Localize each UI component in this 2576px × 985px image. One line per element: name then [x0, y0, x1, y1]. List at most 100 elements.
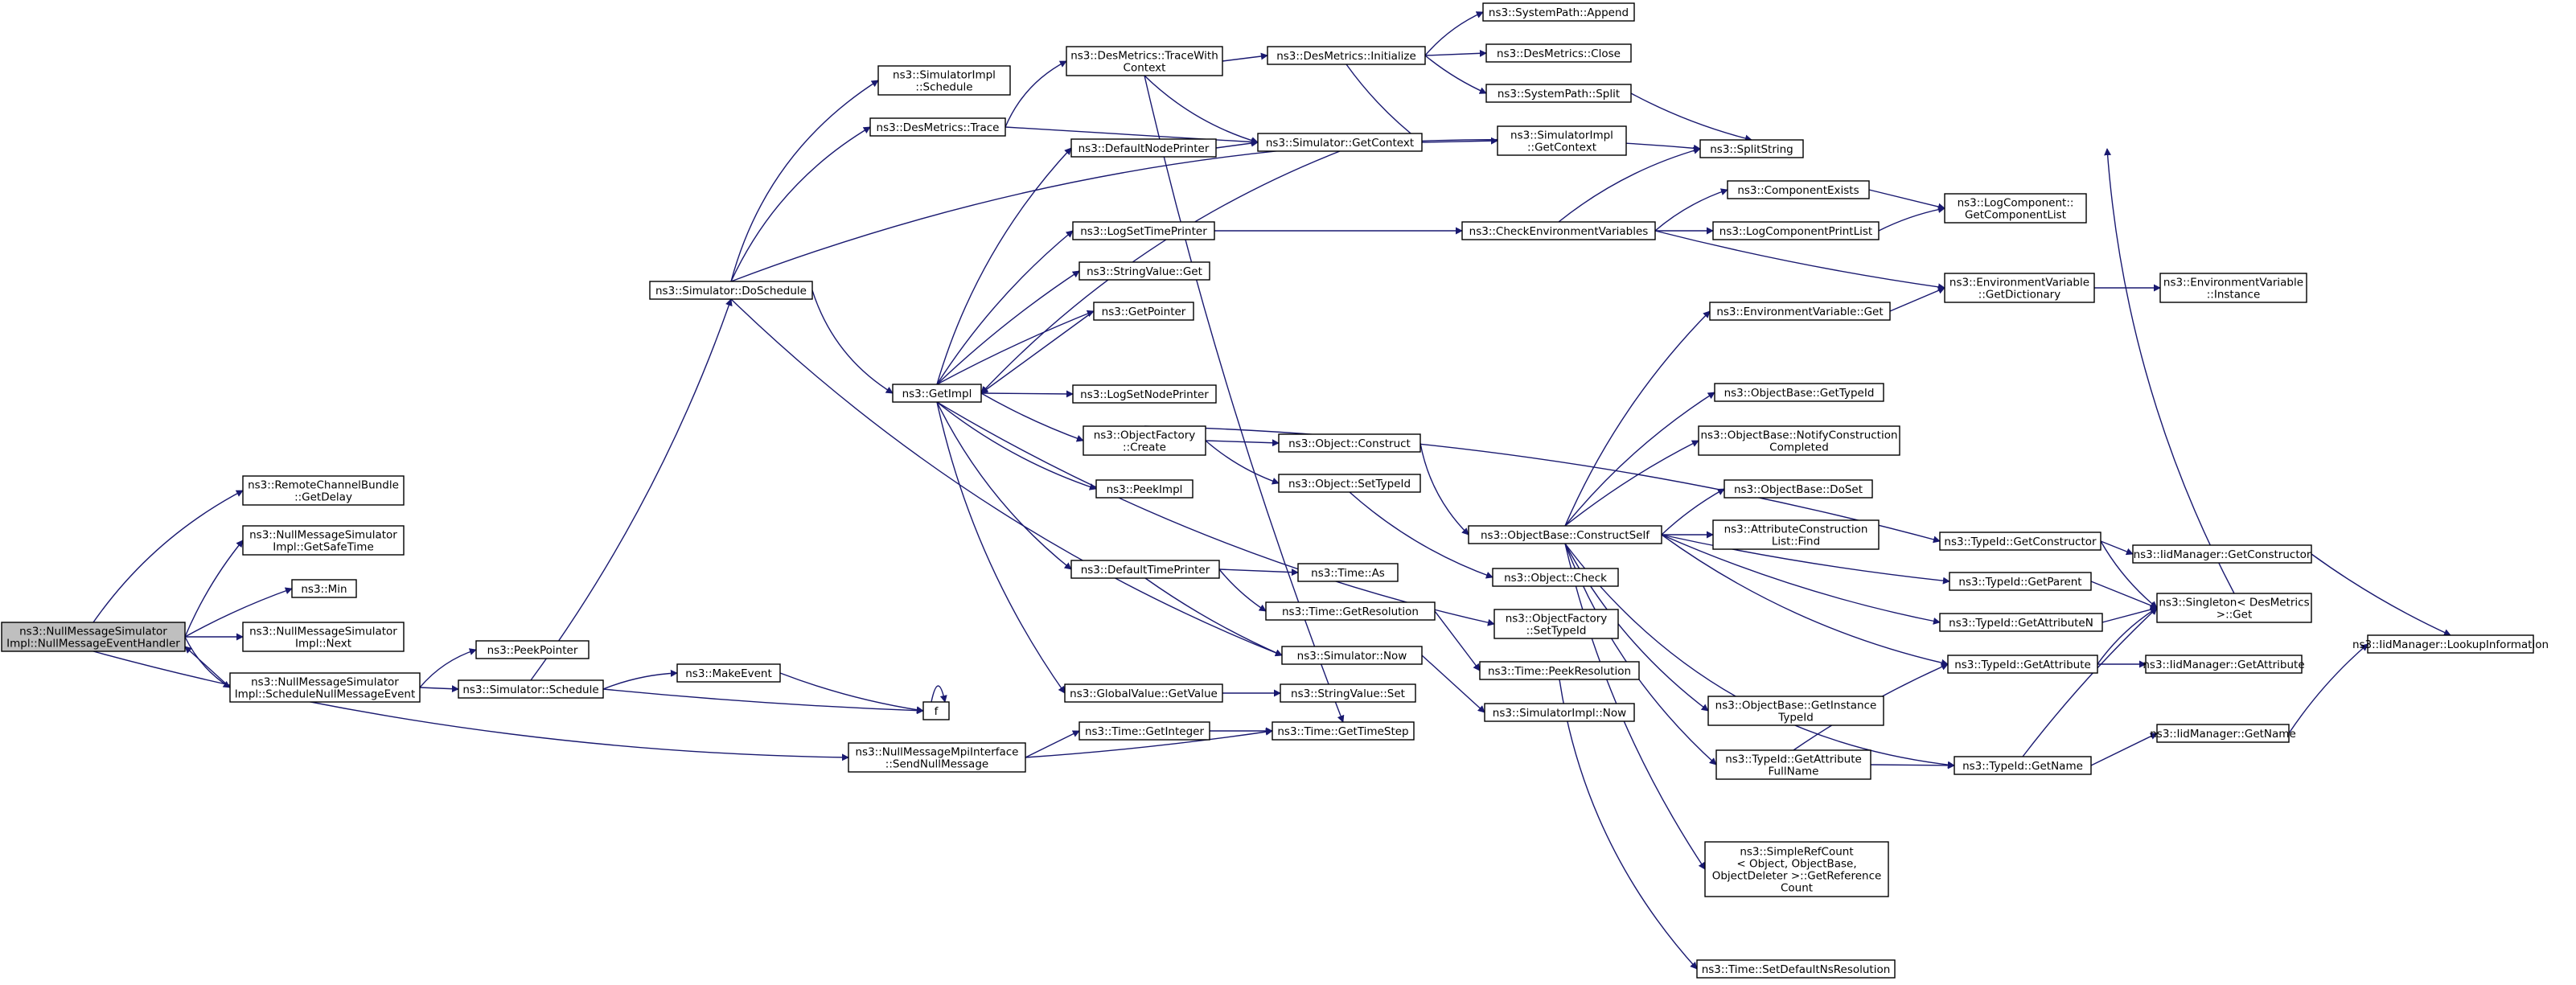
function-node-box — [877, 65, 1011, 96]
function-node-logsettime[interactable]: ns3::LogSetTimePrinter — [1072, 221, 1215, 240]
function-node-timepeekres[interactable]: ns3::Time::PeekResolution — [1479, 661, 1640, 680]
function-node-box — [229, 672, 421, 703]
function-node-box — [1095, 479, 1194, 499]
function-node-simimplnow[interactable]: ns3::SimulatorImpl::Now — [1484, 703, 1635, 722]
function-node-box — [1954, 756, 2092, 775]
function-node-schednull[interactable]: ns3::NullMessageSimulatorImpl::ScheduleN… — [229, 672, 421, 703]
call-edge — [1144, 75, 1259, 144]
function-node-tidgetattr[interactable]: ns3::TypeId::GetAttribute — [1947, 655, 2098, 674]
function-node-box — [1, 622, 186, 652]
function-node-f[interactable]: f — [922, 701, 950, 720]
function-node-ofsettypeid[interactable]: ns3::ObjectFactory::SetTypeId — [1493, 609, 1619, 639]
function-node-obconstructself[interactable]: ns3::ObjectBase::ConstructSelf — [1468, 525, 1662, 544]
function-node-box — [869, 117, 1006, 137]
function-node-obnotify[interactable]: ns3::ObjectBase::NotifyConstructionCompl… — [1698, 425, 1900, 456]
call-edge — [2288, 643, 2369, 734]
function-node-dmtrace[interactable]: ns3::DesMetrics::Trace — [869, 117, 1006, 137]
function-node-min[interactable]: ns3::Min — [291, 579, 357, 598]
function-node-sendnull[interactable]: ns3::NullMessageMpiInterface::SendNullMe… — [848, 742, 1026, 773]
function-node-iidgetname[interactable]: ns3::IidManager::GetName — [2150, 724, 2296, 743]
function-node-spsplit[interactable]: ns3::SystemPath::Split — [1485, 84, 1632, 103]
function-node-box — [1280, 683, 1416, 703]
function-node-simsched[interactable]: ns3::Simulator::Schedule — [458, 679, 604, 699]
function-node-obdoset[interactable]: ns3::ObjectBase::DoSet — [1723, 479, 1873, 499]
function-node-rcb[interactable]: ns3::RemoteChannelBundle::GetDelay — [242, 475, 405, 506]
function-node-dmclose[interactable]: ns3::DesMetrics::Close — [1485, 43, 1632, 63]
function-node-iidgetattr[interactable]: ns3::IidManager::GetAttribute — [2143, 655, 2305, 674]
function-node-box — [1083, 425, 1206, 456]
function-node-box — [2156, 724, 2290, 743]
call-edge — [1558, 146, 1701, 223]
function-node-dminit[interactable]: ns3::DesMetrics::Initialize — [1267, 46, 1426, 65]
function-node-tidgetattrn[interactable]: ns3::TypeId::GetAttributeN — [1939, 613, 2103, 632]
function-node-makeevent[interactable]: ns3::MakeEvent — [676, 663, 781, 683]
function-node-srcgetref[interactable]: ns3::SimpleRefCount< Object, ObjectBase,… — [1704, 841, 1889, 897]
function-node-box — [1297, 563, 1399, 582]
call-edge — [936, 270, 1080, 385]
function-node-compexists[interactable]: ns3::ComponentExists — [1727, 180, 1870, 199]
function-node-label: ns3::DefaultTimePrinter — [1081, 564, 1210, 577]
function-node-simnow[interactable]: ns3::Simulator::Now — [1281, 646, 1423, 665]
function-node-envinst[interactable]: ns3::EnvironmentVariable::Instance — [2159, 273, 2307, 303]
function-node-timegetint[interactable]: ns3::Time::GetInteger — [1078, 721, 1210, 741]
call-edge — [1661, 534, 1949, 667]
function-node-dosched[interactable]: ns3::Simulator::DoSchedule — [649, 281, 813, 300]
call-edge — [931, 685, 947, 703]
call-edge — [1025, 728, 1273, 758]
function-node-box — [1727, 180, 1870, 199]
function-node-box — [2159, 273, 2307, 303]
function-node-objsettypeid[interactable]: ns3::Object::SetTypeId — [1278, 474, 1421, 493]
function-node-checkenv[interactable]: ns3::CheckEnvironmentVariables — [1461, 221, 1656, 240]
function-node-tidgetname[interactable]: ns3::TypeId::GetName — [1954, 756, 2092, 775]
function-node-safetime[interactable]: ns3::NullMessageSimulatorImpl::GetSafeTi… — [242, 525, 405, 556]
function-node-label: ns3::SimulatorImpl — [1510, 129, 1613, 142]
function-node-peekimpl[interactable]: ns3::PeekImpl — [1095, 479, 1194, 499]
call-edge — [1215, 139, 1259, 149]
function-node-envget[interactable]: ns3::EnvironmentVariable::Get — [1709, 302, 1891, 321]
function-node-obgettypeid[interactable]: ns3::ObjectBase::GetTypeId — [1714, 383, 1884, 402]
function-node-getptr[interactable]: ns3::GetPointer — [1093, 302, 1194, 321]
function-node-tidgetctor[interactable]: ns3::TypeId::GetConstructor — [1939, 531, 2101, 551]
function-node-label: f — [935, 705, 939, 718]
function-node-simimplsched[interactable]: ns3::SimulatorImpl::Schedule — [877, 65, 1011, 96]
function-node-box — [1468, 525, 1662, 544]
function-node-gvgetvalue[interactable]: ns3::GlobalValue::GetValue — [1064, 683, 1223, 703]
function-node-label: ns3::Time::GetInteger — [1085, 725, 1204, 738]
function-node-getimpl[interactable]: ns3::GetImpl — [892, 384, 982, 403]
function-node-deftime[interactable]: ns3::DefaultTimePrinter — [1070, 560, 1220, 579]
function-node-simimplctx[interactable]: ns3::SimulatorImpl::GetContext — [1497, 125, 1627, 156]
function-node-envdict[interactable]: ns3::EnvironmentVariable::GetDictionary — [1944, 273, 2095, 303]
function-node-timegetres[interactable]: ns3::Time::GetResolution — [1265, 601, 1436, 621]
function-node-timeas[interactable]: ns3::Time::As — [1297, 563, 1399, 582]
function-node-peekptr[interactable]: ns3::PeekPointer — [475, 640, 590, 659]
function-node-label: Impl::GetSafeTime — [273, 541, 374, 554]
function-node-timesetdef[interactable]: ns3::Time::SetDefaultNsResolution — [1696, 959, 1896, 979]
function-node-splitstr[interactable]: ns3::SplitString — [1699, 139, 1804, 158]
function-node-root[interactable]: ns3::NullMessageSimulatorImpl::NullMessa… — [1, 622, 186, 652]
function-node-box — [1715, 749, 1871, 780]
function-node-strvalset[interactable]: ns3::StringValue::Set — [1280, 683, 1416, 703]
function-node-defnode[interactable]: ns3::DefaultNodePrinter — [1070, 138, 1217, 158]
function-node-iidlookup[interactable]: ns3::IidManager::LookupInformation — [2352, 634, 2549, 654]
function-node-strvalget[interactable]: ns3::StringValue::Get — [1078, 261, 1210, 281]
function-node-tidgetparent[interactable]: ns3::TypeId::GetParent — [1949, 572, 2092, 591]
function-node-getctx[interactable]: ns3::Simulator::GetContext — [1257, 133, 1423, 152]
function-node-timegetstep[interactable]: ns3::Time::GetTimeStep — [1272, 721, 1415, 741]
function-node-objconstruct[interactable]: ns3::Object::Construct — [1278, 433, 1421, 453]
function-node-spappend[interactable]: ns3::SystemPath::Append — [1482, 2, 1635, 22]
call-edge — [1218, 568, 1299, 577]
function-node-label: ::GetContext — [1527, 142, 1596, 154]
function-node-logsetnode[interactable]: ns3::LogSetNodePrinter — [1072, 384, 1217, 404]
function-node-ofcreate[interactable]: ns3::ObjectFactory::Create — [1083, 425, 1206, 456]
function-node-logcomplist[interactable]: ns3::LogComponent::GetComponentList — [1944, 193, 2087, 224]
function-node-logcompprint[interactable]: ns3::LogComponentPrintList — [1712, 221, 1880, 240]
function-node-iidgetctor[interactable]: ns3::IidManager::GetConstructor — [2132, 544, 2312, 564]
function-node-box — [2132, 544, 2312, 564]
function-node-singleton[interactable]: ns3::Singleton< DesMetrics >::Get — [2156, 593, 2312, 623]
function-node-objcheck[interactable]: ns3::Object::Check — [1492, 568, 1619, 587]
